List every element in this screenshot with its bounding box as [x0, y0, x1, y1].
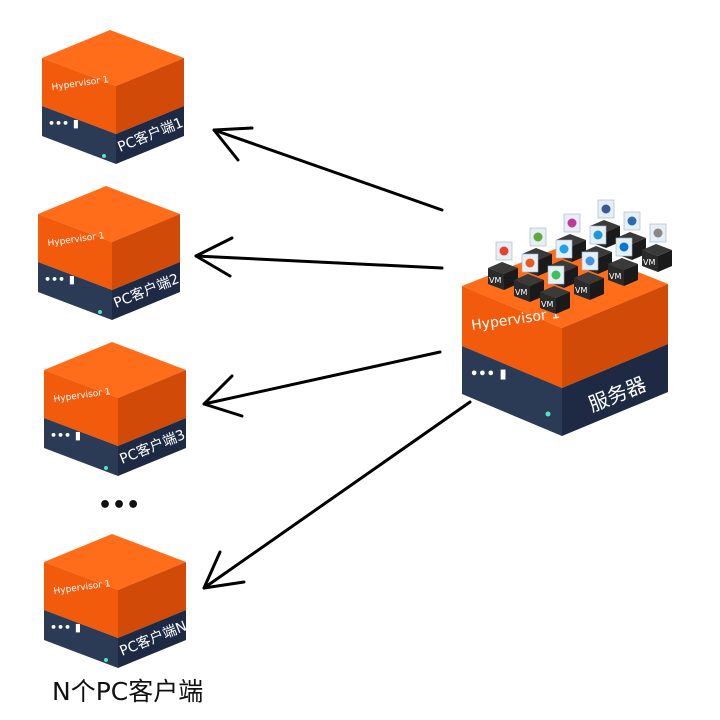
- client-box-3: Hypervisor 1 ••• ▮ PC客户端3: [44, 342, 188, 476]
- vm-side: [556, 292, 570, 314]
- box-front-navy: [44, 610, 118, 668]
- app-icon-glyph: [601, 204, 611, 214]
- vm-front: [488, 268, 504, 290]
- arrow-to-client-1: [212, 126, 444, 212]
- box-front-orange: [38, 214, 112, 290]
- box-top: [38, 186, 180, 242]
- vm-top: [540, 286, 570, 298]
- arrow-to-client-n: [202, 400, 472, 590]
- app-icon-glyph: [499, 246, 509, 256]
- vm-cube: VM: [488, 241, 518, 290]
- vm-side: [624, 264, 638, 286]
- vm-grid: VMVMVMVMVMVMVMVMVMVMVMVM: [488, 199, 672, 314]
- server-front-navy: [462, 346, 562, 436]
- vm-side: [590, 278, 604, 300]
- app-icon-glyph: [525, 258, 535, 268]
- vm-front: [608, 264, 624, 286]
- app-icon-glyph: [593, 230, 603, 240]
- client-power-led: [104, 658, 108, 662]
- vm-label: VM: [515, 288, 527, 297]
- arrow-to-client-3: [202, 350, 442, 418]
- box-side-orange: [118, 370, 186, 446]
- server-status-lights: ••• ▮: [470, 367, 507, 382]
- app-icon-glyph: [627, 216, 637, 226]
- server-front-orange: [462, 286, 562, 388]
- app-icon-glyph: [567, 218, 577, 228]
- box-side-navy: [118, 610, 186, 668]
- server-side-navy: [562, 344, 668, 436]
- server-side-orange: [562, 284, 668, 388]
- box-top: [42, 30, 184, 86]
- vm-side: [658, 250, 672, 272]
- vm-top: [608, 258, 638, 270]
- app-icon-glyph: [551, 270, 561, 280]
- vm-cube: VM: [574, 251, 604, 300]
- vm-top: [574, 272, 604, 284]
- vm-label: VM: [541, 300, 553, 309]
- box-side-orange: [118, 562, 186, 638]
- client-status-lights: ••• ▮: [44, 273, 75, 286]
- box-front-orange: [42, 58, 116, 134]
- client-box-n: Hypervisor 1 ••• ▮ PC客户端N: [44, 534, 189, 668]
- client-box-1: Hypervisor 1 ••• ▮ PC客户端1: [42, 30, 186, 164]
- vm-front: [574, 278, 590, 300]
- vm-cube: VM: [608, 237, 638, 286]
- box-front-orange: [44, 370, 118, 446]
- ellipsis: •••: [98, 493, 140, 518]
- client-power-led: [102, 154, 106, 158]
- box-side-orange: [112, 214, 180, 290]
- box-top: [44, 534, 186, 590]
- box-front-navy: [42, 106, 116, 164]
- vm-label: VM: [489, 276, 501, 285]
- vm-top: [514, 274, 544, 286]
- app-icon-glyph: [533, 232, 543, 242]
- client-power-led: [98, 310, 102, 314]
- vm-label: VM: [609, 272, 621, 281]
- client-status-lights: ••• ▮: [50, 621, 81, 634]
- client-power-led: [104, 466, 108, 470]
- vm-top: [642, 244, 672, 256]
- client-box-2: Hypervisor 1 ••• ▮ PC客户端2: [38, 186, 182, 320]
- clients-caption: N个PC客户端: [52, 677, 204, 706]
- vm-top: [488, 262, 518, 274]
- client-status-lights: ••• ▮: [48, 117, 79, 130]
- vm-front: [540, 292, 556, 314]
- vm-label: VM: [575, 286, 587, 295]
- vm-cube: VM: [642, 223, 672, 272]
- app-icon-glyph: [653, 228, 663, 238]
- box-front-navy: [38, 262, 112, 320]
- box-side-orange: [116, 58, 184, 134]
- vm-front: [514, 280, 530, 302]
- box-side-navy: [118, 418, 186, 476]
- box-top: [44, 342, 186, 398]
- app-icon-glyph: [559, 244, 569, 254]
- app-icon-glyph: [619, 242, 629, 252]
- box-front-navy: [44, 418, 118, 476]
- server-power-led: [545, 411, 551, 417]
- client-status-lights: ••• ▮: [50, 429, 81, 442]
- box-side-navy: [116, 106, 184, 164]
- vm-label: VM: [643, 258, 655, 267]
- app-icon-glyph: [585, 256, 595, 266]
- arrow-to-client-2: [194, 236, 444, 278]
- connection-arrows: [194, 126, 472, 590]
- vm-front: [642, 250, 658, 272]
- vm-cube: VM: [540, 265, 570, 314]
- box-side-navy: [112, 262, 180, 320]
- box-front-orange: [44, 562, 118, 638]
